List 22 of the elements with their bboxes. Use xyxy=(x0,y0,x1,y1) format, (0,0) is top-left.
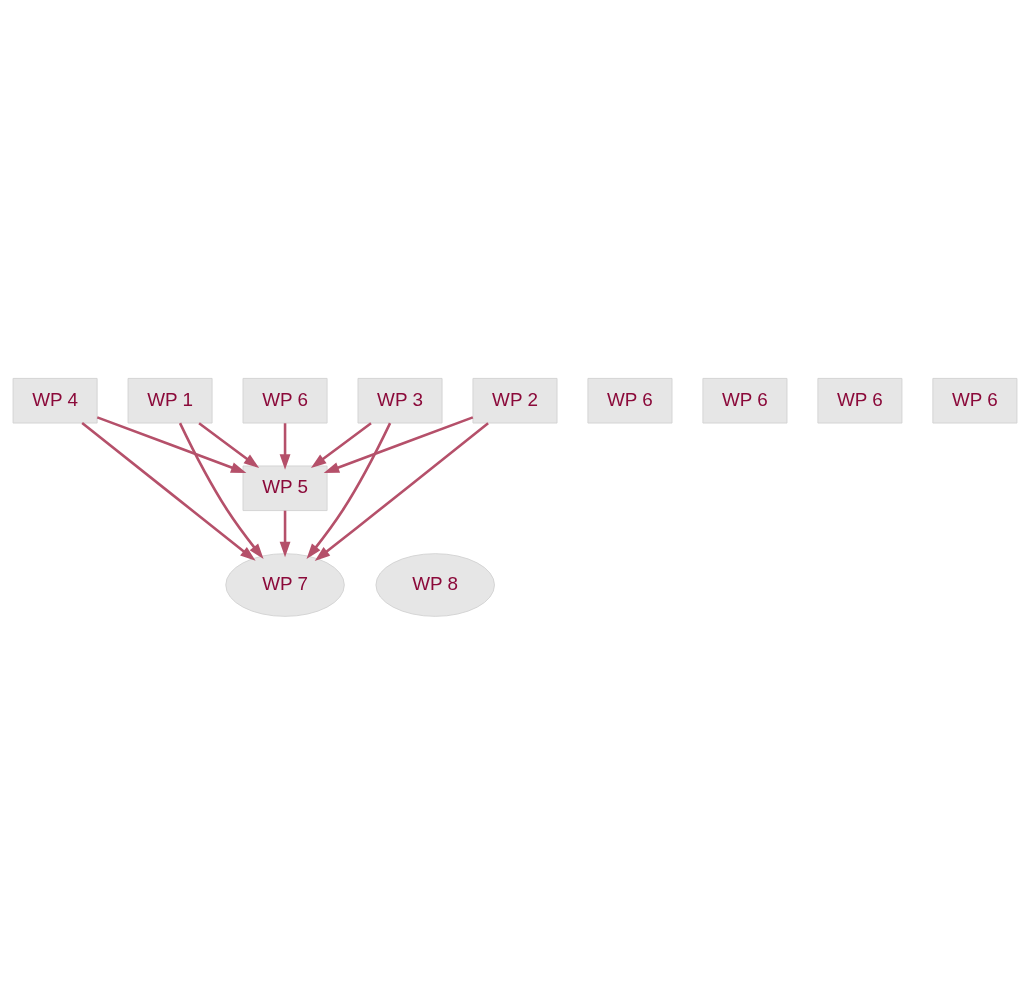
node-box: WP 6 xyxy=(702,378,788,424)
node-box: WP 6 xyxy=(587,378,673,424)
node-box: WP 6 xyxy=(932,378,1018,424)
node-ellipse: WP 8 xyxy=(375,553,495,617)
node-ellipse: WP 7 xyxy=(225,553,345,617)
arrow xyxy=(306,422,392,560)
node-box: WP 5 xyxy=(242,465,328,511)
arrow xyxy=(279,423,291,470)
arrow xyxy=(198,422,260,469)
arrow xyxy=(279,510,291,558)
arrow xyxy=(81,422,256,561)
arrow xyxy=(178,422,264,560)
node-box: WP 2 xyxy=(472,378,558,424)
node-box: WP 6 xyxy=(817,378,903,424)
node-box: WP 4 xyxy=(12,378,98,424)
arrow xyxy=(314,422,489,561)
node-box: WP 1 xyxy=(127,378,213,424)
node-box: WP 3 xyxy=(357,378,443,424)
arrow xyxy=(310,422,372,469)
arrow xyxy=(323,416,474,473)
node-box: WP 6 xyxy=(242,378,328,424)
arrow xyxy=(96,416,247,473)
